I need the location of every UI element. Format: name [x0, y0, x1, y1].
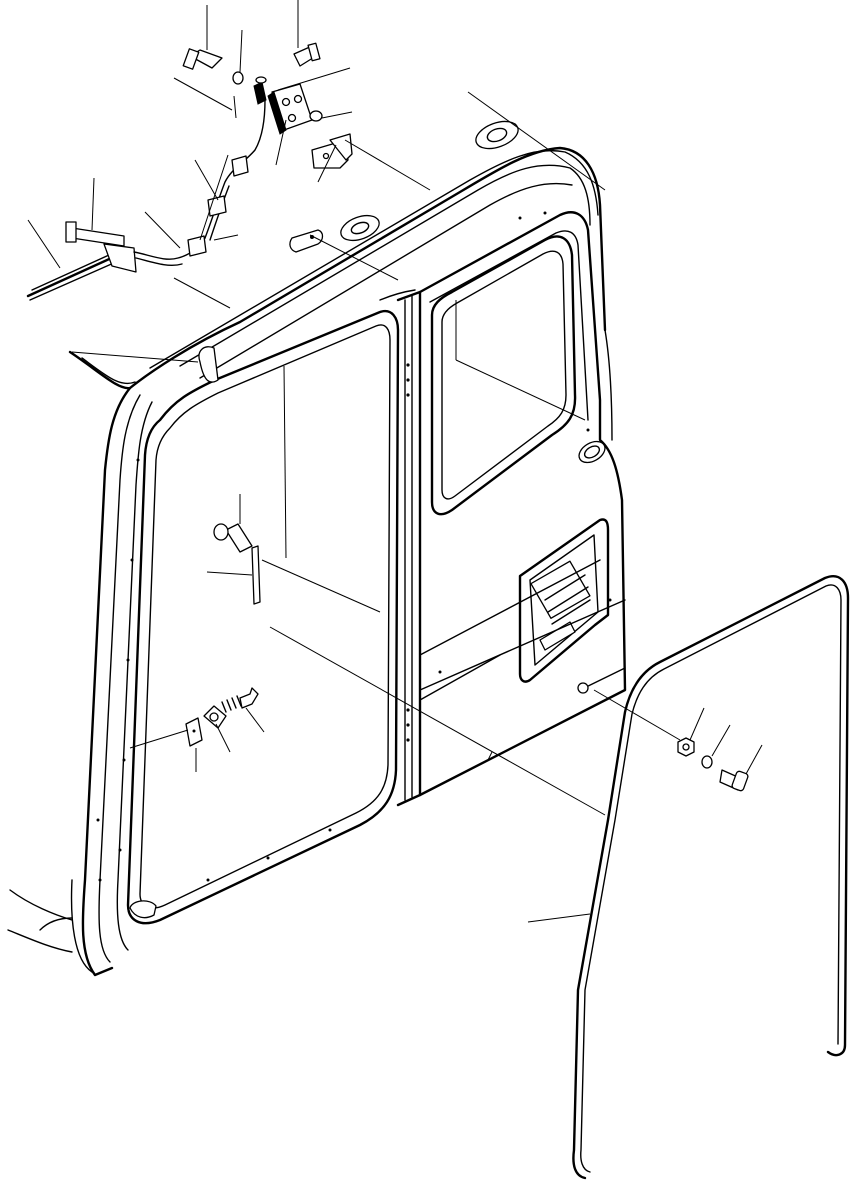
nut-right [677, 737, 695, 757]
striker-bolt [239, 687, 259, 709]
washer-right [701, 755, 713, 769]
leader-lines [27, 0, 763, 923]
bolt-right [719, 769, 749, 792]
hinge-plate [267, 83, 313, 135]
cab-body [7, 120, 627, 977]
bolt-center [213, 523, 253, 553]
bracket [311, 133, 353, 169]
strap-clip [289, 229, 324, 253]
lock-plate [185, 717, 203, 747]
bolt-top-left [182, 48, 223, 70]
bolt-top-right [293, 42, 321, 67]
door-seal [572, 575, 850, 1180]
grommet [309, 110, 323, 122]
spring [221, 695, 242, 713]
lock-knob [203, 705, 227, 729]
wiring-harness [26, 76, 267, 301]
rod [251, 545, 261, 605]
washer-top [232, 71, 244, 85]
